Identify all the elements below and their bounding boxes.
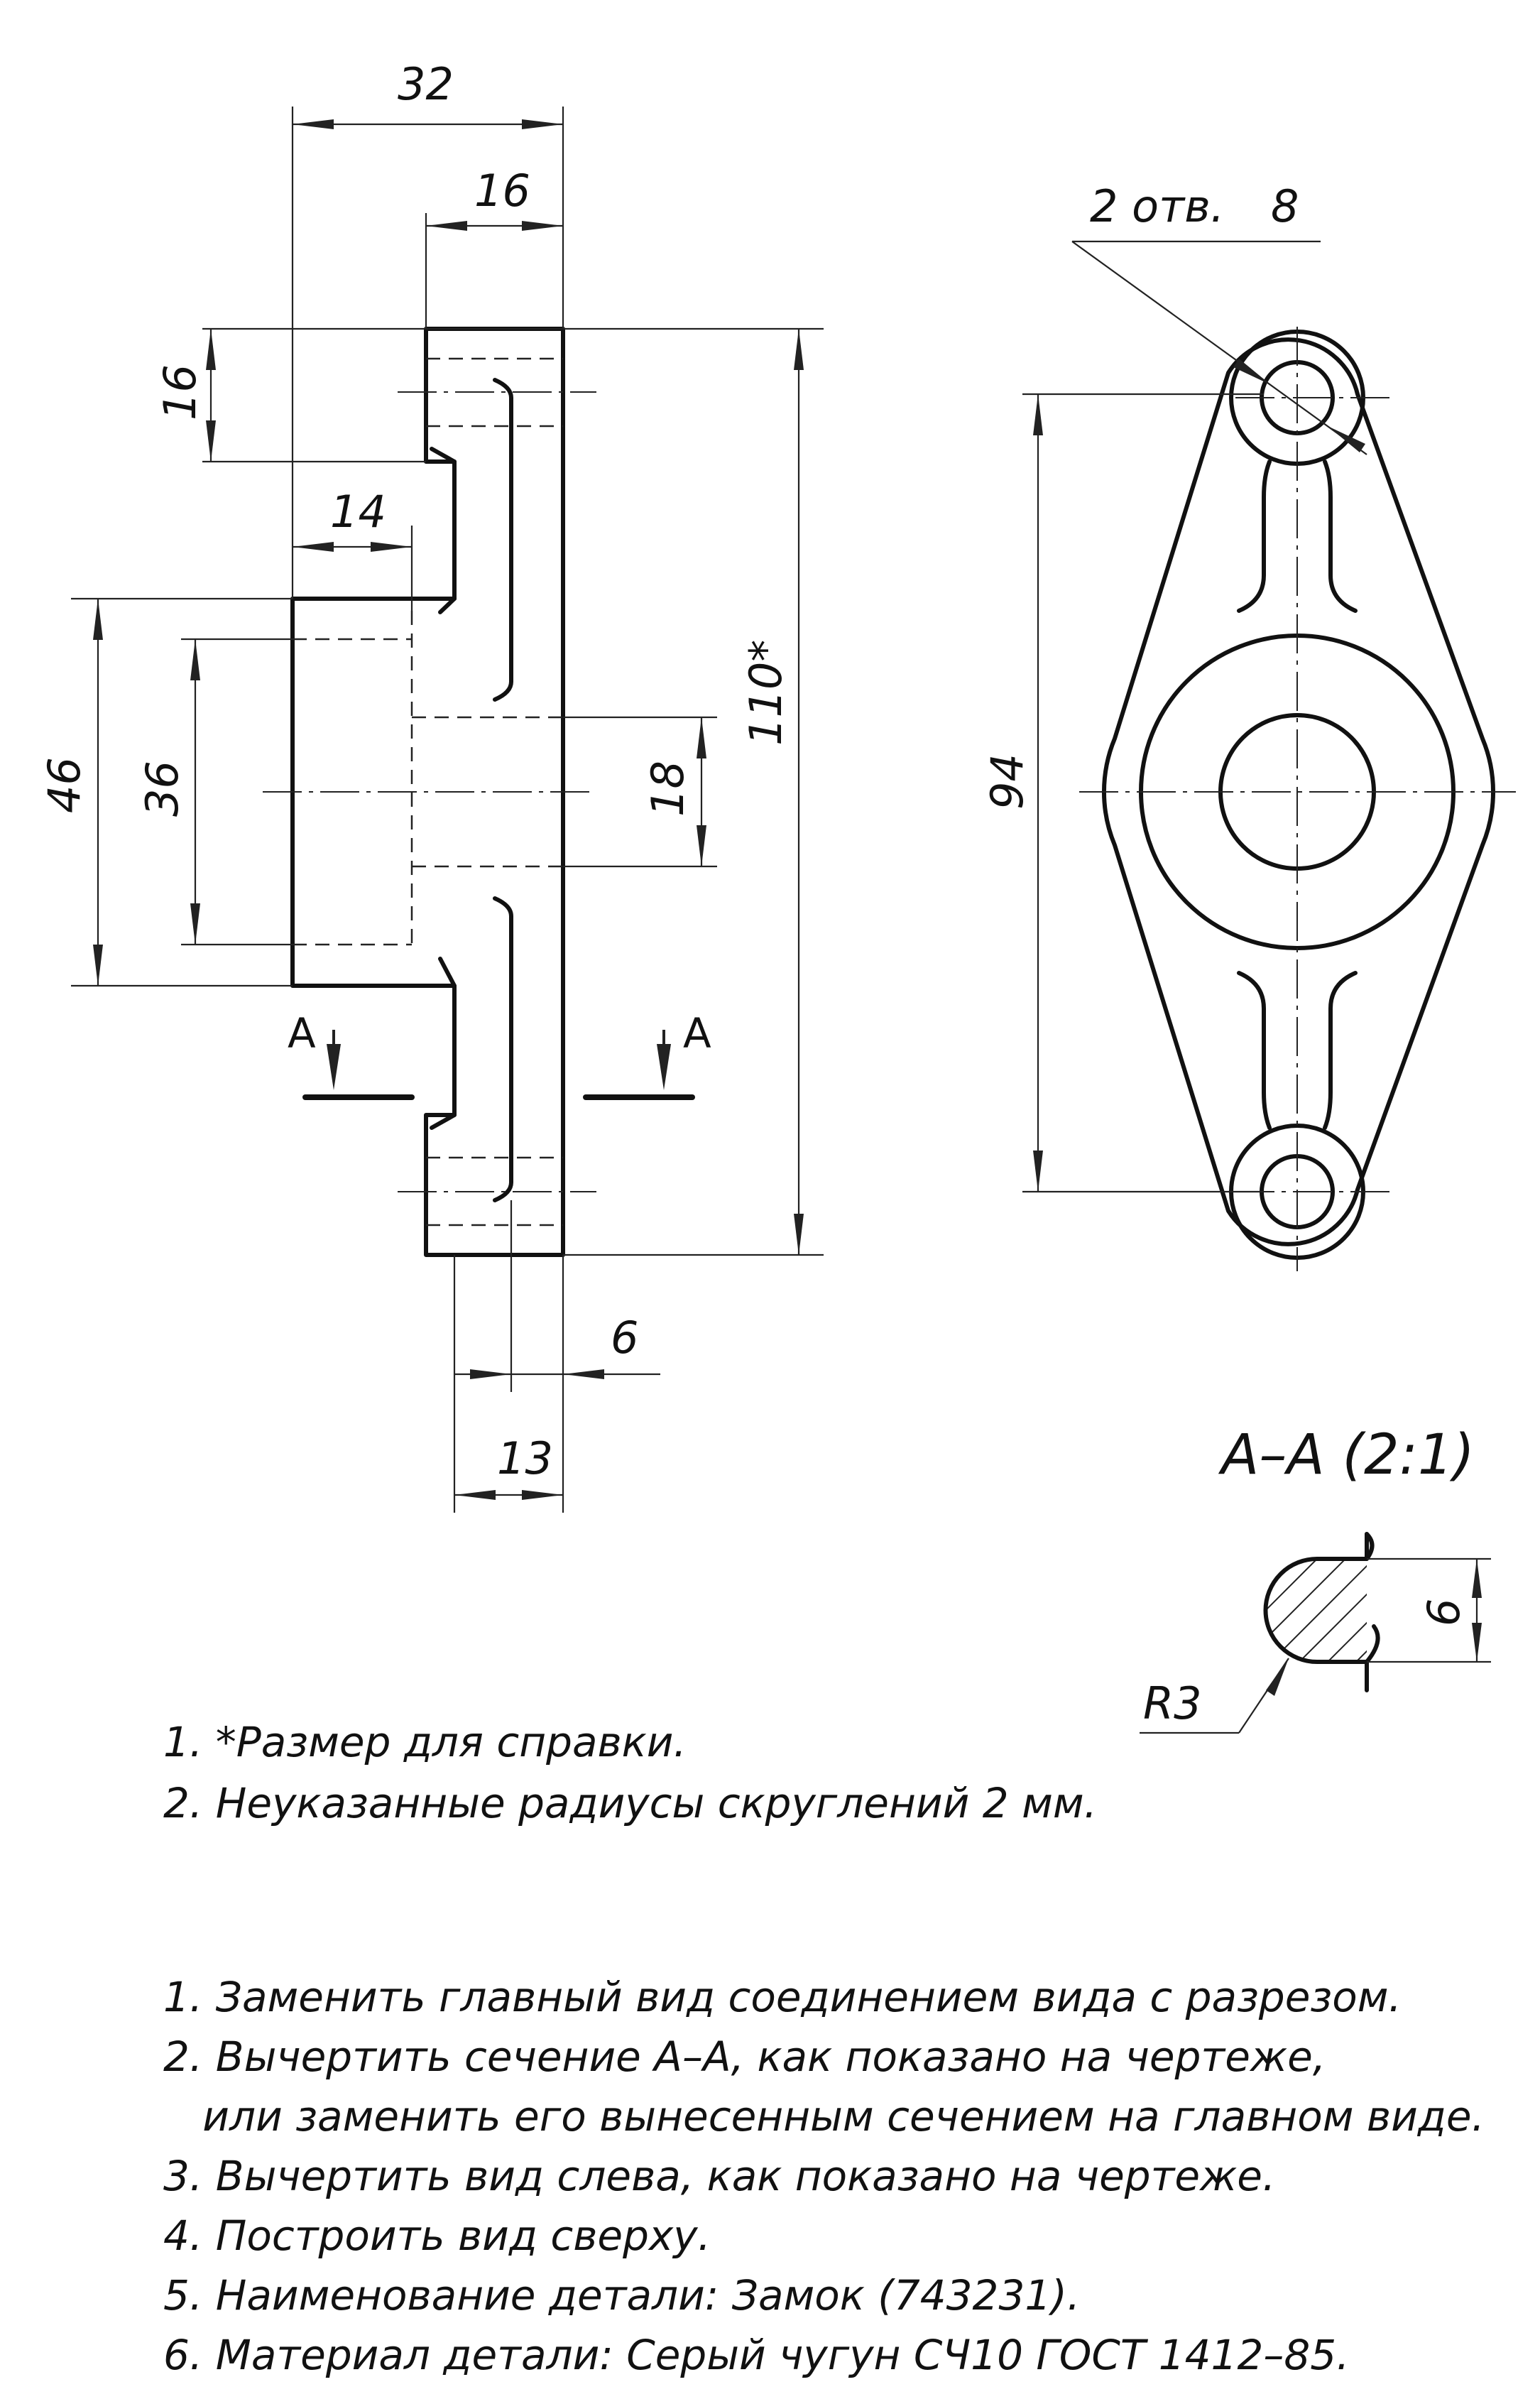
arrow (522, 119, 563, 129)
arrow (794, 329, 804, 370)
arrow (190, 639, 200, 680)
dim-18: 18 (642, 761, 694, 817)
arrow (1033, 394, 1043, 435)
dim-14: 14 (330, 486, 386, 538)
fillet-bottom (430, 1113, 457, 1130)
arrow (1472, 1623, 1482, 1662)
dim-16-height: 16 (154, 364, 206, 420)
dim-13: 13 (497, 1432, 553, 1484)
dim-6-section: 6 (1418, 1599, 1470, 1626)
section-label-left: A (288, 1009, 316, 1057)
section-label-right: A (683, 1009, 711, 1057)
front-view: 32 16 16 14 46 36 18 110* 6 13 A A (38, 58, 824, 1513)
arrow (563, 1369, 604, 1379)
rib-lower (493, 896, 513, 1202)
holes-label: 2 отв. (1090, 180, 1224, 232)
arrow (206, 420, 216, 462)
arrow (93, 945, 103, 986)
fillet-top (430, 447, 457, 464)
dim-16-width: 16 (474, 165, 530, 217)
task-2: 2. Вычертить сечение А–А, как показано н… (163, 2033, 1326, 2081)
side-rib-upper (1237, 459, 1272, 613)
arrow (206, 329, 216, 370)
fillet-mid-bottom (438, 597, 457, 614)
dim-32: 32 (398, 58, 454, 110)
dim-36: 36 (136, 761, 188, 817)
arrow (293, 542, 334, 552)
arrow (454, 1490, 496, 1500)
side-view: 94 2 отв. 8 (981, 180, 1516, 1271)
arrow (794, 1214, 804, 1255)
side-rib-lower-r (1323, 971, 1358, 1130)
arrow (697, 717, 706, 758)
radius-label: R3 (1143, 1677, 1202, 1729)
dim-46: 46 (38, 757, 90, 813)
arrow (470, 1369, 511, 1379)
task-3: 3. Вычертить вид слева, как показано на … (163, 2152, 1276, 2200)
arrow (1266, 1658, 1289, 1696)
section-a-a: А–А (2:1) 6 R3 (1140, 1423, 1491, 1734)
task-4: 4. Построить вид сверху. (163, 2212, 711, 2260)
task-1: 1. Заменить главный вид соединением вида… (163, 1973, 1402, 2021)
section-title: А–А (2:1) (1218, 1423, 1475, 1487)
task-2-cont: или заменить его вынесенным сечением на … (163, 2092, 1485, 2141)
task-6: 6. Материал детали: Серый чугун СЧ10 ГОС… (163, 2331, 1350, 2379)
dim-6: 6 (611, 1312, 638, 1364)
arrow (1472, 1559, 1482, 1598)
arrow (697, 825, 706, 866)
section-arrow-right (657, 1044, 671, 1090)
lug-outline (1101, 337, 1496, 1246)
arrow (1033, 1151, 1043, 1192)
holes-leader (1071, 241, 1367, 455)
task-5: 5. Наименование детали: Замок (743231). (163, 2271, 1081, 2319)
remarks-block: 1. *Размер для справки. 2. Неуказанные р… (163, 1712, 1097, 1834)
arrow (1328, 426, 1365, 452)
remark-1: 1. *Размер для справки. (163, 1718, 687, 1766)
section-break (1365, 1532, 1380, 1664)
arrow (522, 221, 563, 231)
arrow (293, 119, 334, 129)
arrow (426, 221, 467, 231)
rib-upper (493, 378, 513, 702)
side-rib-upper-r (1323, 459, 1358, 613)
dim-94: 94 (981, 754, 1033, 810)
arrow (371, 542, 412, 552)
arrow (93, 599, 103, 640)
tasks-block: 1. Заменить главный вид соединением вида… (163, 1967, 1485, 2385)
holes-diameter: 8 (1271, 180, 1299, 232)
fillet-mid-top (438, 957, 457, 988)
section-arrow-left (327, 1044, 341, 1090)
remark-2: 2. Неуказанные радиусы скруглений 2 мм. (163, 1779, 1098, 1827)
arrow (1233, 359, 1271, 385)
arrow (190, 903, 200, 945)
arrow (522, 1490, 563, 1500)
section-outline (1263, 1532, 1369, 1692)
side-rib-lower (1237, 971, 1272, 1130)
dim-110: 110* (740, 640, 792, 746)
